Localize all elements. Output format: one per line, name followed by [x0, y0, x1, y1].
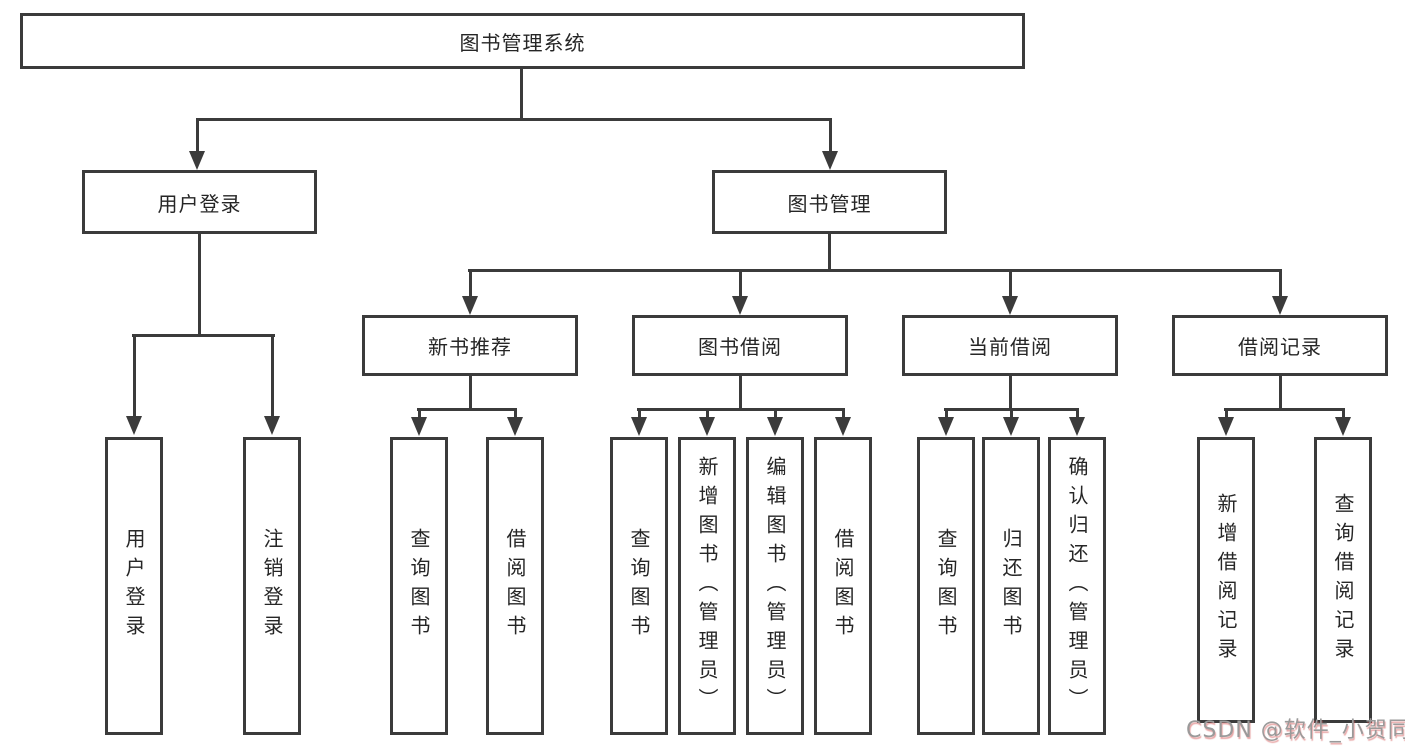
connector-records-splitter	[1224, 408, 1345, 411]
node-book-borrowing: 图书借阅	[632, 315, 848, 376]
connector-to-leaf-query-books-recommend	[418, 408, 421, 420]
arrowhead-current-borrowing	[1002, 296, 1018, 315]
connector-to-leaf-confirm-return	[1076, 408, 1079, 420]
arrowhead-leaf-return-books	[1003, 417, 1019, 436]
arrowhead-leaf-query-books-borrowing	[631, 417, 647, 436]
connector-to-leaf-user-login	[133, 334, 136, 418]
leaf-confirm-return-admin-label: 确认归还（管理员）	[1065, 455, 1089, 717]
node-book-management-label: 图书管理	[787, 191, 872, 216]
connector-recommend-splitter	[417, 408, 517, 411]
node-book-borrowing-label: 图书借阅	[698, 335, 782, 359]
leaf-query-borrow-record-label: 查询借阅记录	[1331, 493, 1355, 667]
arrowhead-book-borrowing	[732, 296, 748, 315]
arrowhead-leaf-borrow-books-recommend	[507, 417, 523, 436]
connector-to-leaf-query-books-current	[945, 408, 948, 420]
connector-to-leaf-edit-book	[774, 408, 777, 420]
connector-to-leaf-query-borrow-record	[1342, 408, 1345, 420]
leaf-borrow-books-recommend-label: 借阅图书	[503, 528, 527, 644]
connector-book-management-splitter	[468, 269, 1282, 272]
arrowhead-leaf-query-books-recommend	[411, 417, 427, 436]
connector-to-book-management	[829, 118, 832, 153]
connector-root-splitter	[196, 118, 832, 121]
connector-current-stem	[1009, 376, 1012, 410]
node-borrowing-records: 借阅记录	[1172, 315, 1388, 376]
leaf-user-login-label: 用户登录	[122, 528, 146, 644]
connector-to-leaf-query-books-borrowing	[638, 408, 641, 420]
leaf-add-borrow-record-label: 新增借阅记录	[1214, 493, 1238, 667]
leaf-borrow-books-recommend: 借阅图书	[486, 437, 544, 735]
leaf-edit-book-admin-label: 编辑图书（管理员）	[763, 455, 787, 717]
connector-recommend-stem	[469, 376, 472, 410]
arrowhead-leaf-edit-book	[767, 417, 783, 436]
node-new-book-recommend: 新书推荐	[362, 315, 578, 376]
connector-to-current-borrowing	[1009, 269, 1012, 299]
arrowhead-leaf-add-borrow-record	[1218, 417, 1234, 436]
connector-to-leaf-add-borrow-record	[1225, 408, 1228, 420]
arrowhead-borrowing-records	[1272, 296, 1288, 315]
leaf-query-books-borrowing-label: 查询图书	[627, 528, 651, 644]
connector-borrowing-splitter	[637, 408, 845, 411]
connector-user-login-splitter	[132, 334, 275, 337]
leaf-return-books: 归还图书	[982, 437, 1040, 735]
leaf-confirm-return-admin: 确认归还（管理员）	[1048, 437, 1106, 735]
leaf-query-books-recommend-label: 查询图书	[407, 528, 431, 644]
leaf-query-books-current-label: 查询图书	[934, 528, 958, 644]
leaf-query-books-recommend: 查询图书	[390, 437, 448, 735]
connector-to-leaf-return-books	[1010, 408, 1013, 420]
connector-records-stem	[1279, 376, 1282, 410]
connector-to-leaf-borrow-books-borrowing	[842, 408, 845, 420]
leaf-return-books-label: 归还图书	[999, 528, 1023, 644]
node-user-login: 用户登录	[82, 170, 317, 234]
arrowhead-leaf-confirm-return	[1069, 417, 1085, 436]
arrowhead-book-management	[822, 151, 838, 170]
node-current-borrowing: 当前借阅	[902, 315, 1118, 376]
connector-root-stem	[520, 69, 523, 120]
csdn-watermark: CSDN @软件_小贺同学	[1186, 718, 1405, 743]
connector-to-leaf-borrow-books-recommend	[514, 408, 517, 420]
node-borrowing-records-label: 借阅记录	[1238, 335, 1322, 359]
leaf-add-borrow-record: 新增借阅记录	[1197, 437, 1255, 723]
arrowhead-leaf-logout	[264, 416, 280, 435]
node-new-book-recommend-label: 新书推荐	[428, 335, 512, 359]
arrowhead-leaf-borrow-books-borrowing	[835, 417, 851, 436]
connector-book-management-stem	[828, 234, 831, 271]
node-root-label: 图书管理系统	[459, 30, 586, 55]
connector-user-login-stem	[198, 234, 201, 336]
leaf-add-book-admin: 新增图书（管理员）	[678, 437, 736, 735]
leaf-query-books-current: 查询图书	[917, 437, 975, 735]
connector-to-borrowing-records	[1279, 269, 1282, 299]
leaf-logout: 注销登录	[243, 437, 301, 735]
leaf-logout-label: 注销登录	[260, 528, 284, 644]
connector-to-leaf-logout	[271, 334, 274, 418]
connector-to-book-borrowing	[739, 269, 742, 299]
leaf-add-book-admin-label: 新增图书（管理员）	[695, 455, 719, 717]
leaf-borrow-books-borrowing: 借阅图书	[814, 437, 872, 735]
node-current-borrowing-label: 当前借阅	[968, 335, 1052, 359]
arrowhead-leaf-user-login	[126, 416, 142, 435]
leaf-edit-book-admin: 编辑图书（管理员）	[746, 437, 804, 735]
node-root: 图书管理系统	[20, 13, 1025, 69]
arrowhead-leaf-query-books-current	[938, 417, 954, 436]
connector-borrowing-stem	[739, 376, 742, 410]
connector-to-leaf-add-book	[706, 408, 709, 420]
connector-to-user-login	[196, 118, 199, 153]
arrowhead-new-book-recommend	[462, 296, 478, 315]
arrowhead-leaf-query-borrow-record	[1335, 417, 1351, 436]
node-user-login-label: 用户登录	[157, 191, 242, 216]
leaf-user-login: 用户登录	[105, 437, 163, 735]
arrowhead-user-login	[189, 151, 205, 170]
leaf-query-borrow-record: 查询借阅记录	[1314, 437, 1372, 723]
leaf-borrow-books-borrowing-label: 借阅图书	[831, 528, 855, 644]
arrowhead-leaf-add-book	[699, 417, 715, 436]
leaf-query-books-borrowing: 查询图书	[610, 437, 668, 735]
node-book-management: 图书管理	[712, 170, 947, 234]
connector-to-new-book-recommend	[469, 269, 472, 299]
